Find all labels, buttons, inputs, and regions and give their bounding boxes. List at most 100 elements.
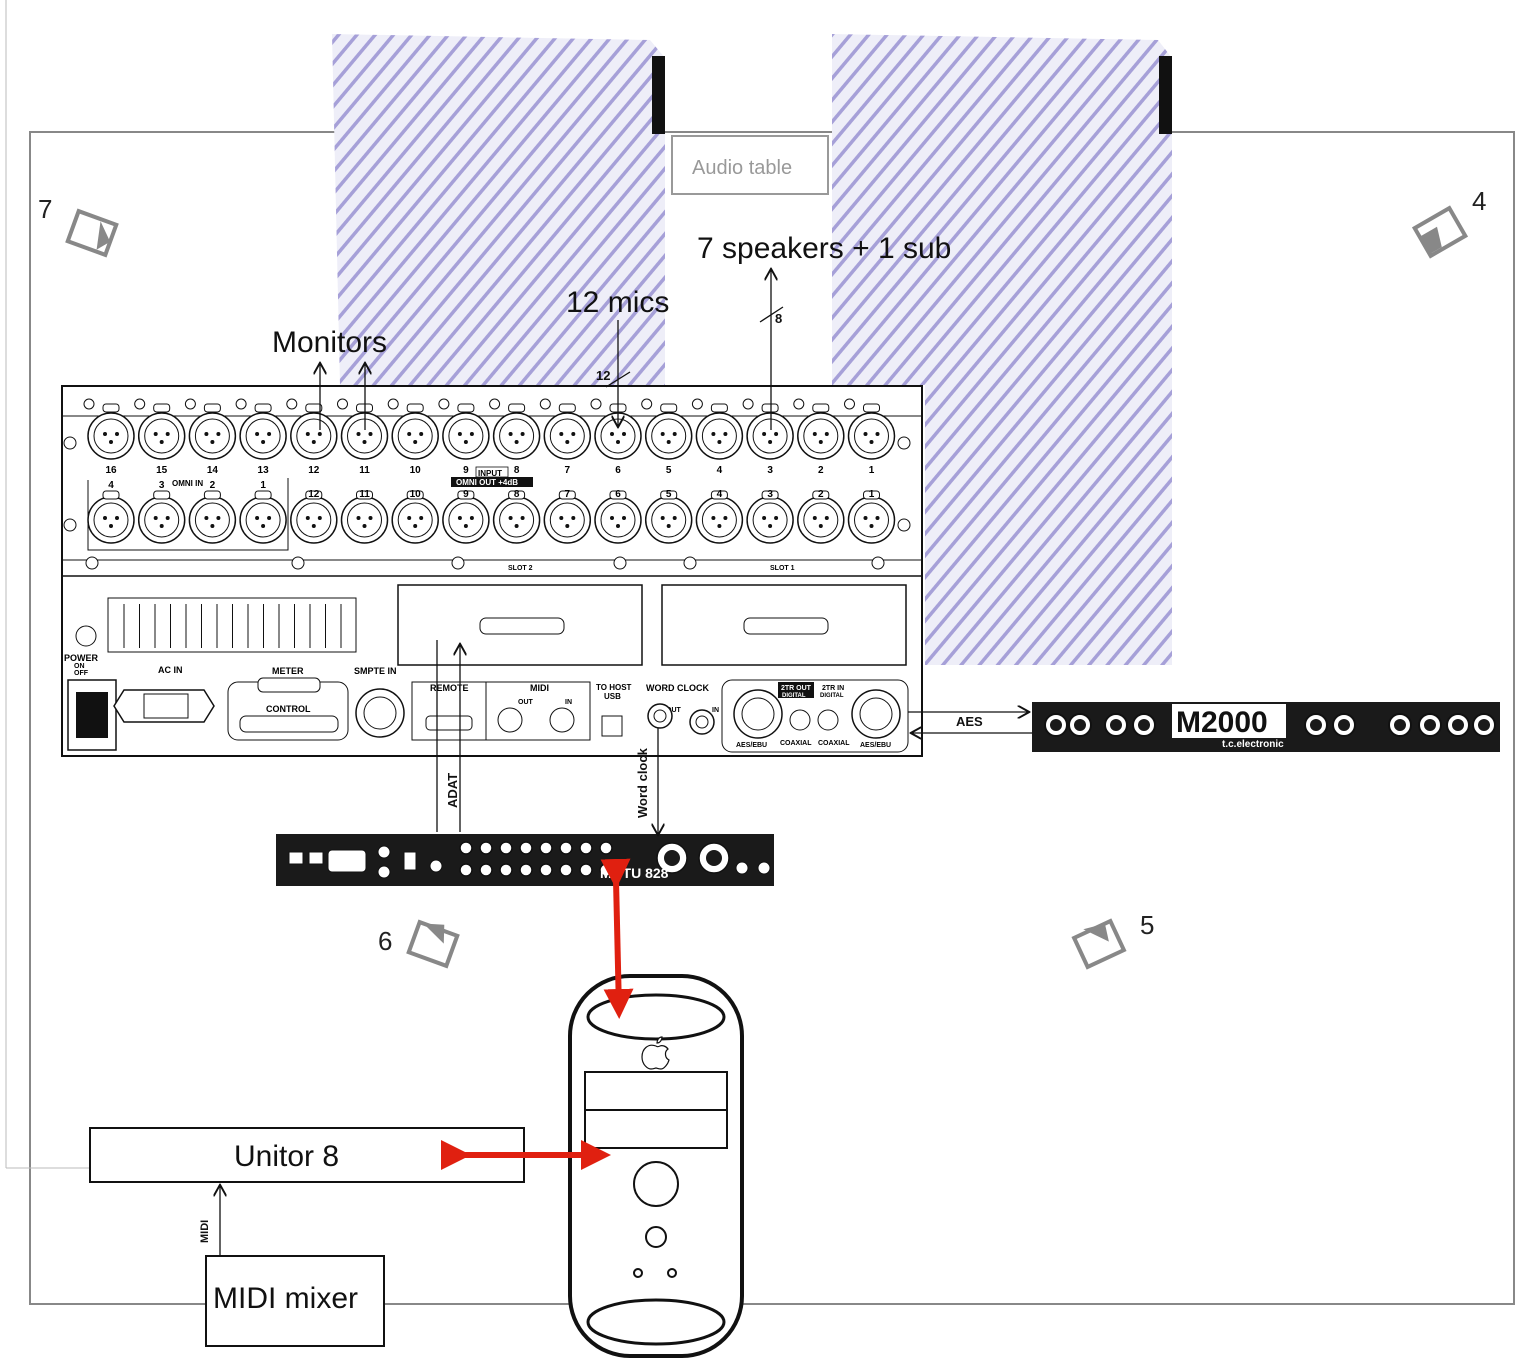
xlr-output-jack	[290, 496, 338, 544]
output-number: 5	[666, 489, 672, 500]
power-on-label: ON	[74, 663, 85, 670]
input-number: 4	[717, 465, 723, 476]
speakers-count-label: 8	[775, 311, 783, 326]
xlr-input-jack	[87, 412, 135, 460]
mics-label: 12 mics	[566, 286, 670, 319]
position-4-label: 4	[1472, 186, 1487, 216]
xlr-input-jack	[137, 412, 186, 460]
xlr-output-row	[87, 490, 896, 544]
input-number: 12	[308, 465, 320, 476]
two-tr-out-label: 2TR OUT	[781, 685, 812, 692]
adat-label: ADAT	[445, 772, 460, 808]
power-label: POWER	[64, 653, 99, 663]
xlr-input-jack	[442, 412, 490, 460]
input-number: 5	[666, 465, 672, 476]
xlr-input-jack	[644, 412, 693, 460]
output-number: 6	[615, 489, 621, 500]
apple-logo-icon	[641, 1036, 670, 1070]
digital-in-label: DIGITAL	[820, 693, 844, 699]
xlr-input-jack	[746, 412, 794, 460]
input-number: 2	[818, 465, 824, 476]
midi-in-label: IN	[565, 699, 572, 706]
to-host-label: TO HOST	[596, 683, 632, 692]
xlr-output-jack	[87, 496, 135, 544]
xlr-input-jack	[847, 412, 896, 460]
xlr-output-jack	[543, 496, 592, 544]
input-number: 8	[514, 465, 520, 476]
xlr-output-jack	[492, 496, 541, 544]
midi-cable-label: MIDI	[199, 1219, 211, 1243]
unitor-8-label: Unitor 8	[234, 1140, 340, 1173]
input-number: 11	[359, 465, 370, 476]
input-number: 14	[207, 465, 219, 476]
xlr-input-jack	[290, 412, 338, 460]
midi-label: MIDI	[530, 683, 549, 693]
aes-ebu-out-label: AES/EBU	[736, 742, 767, 749]
mics-count-label: 12	[596, 368, 611, 383]
xlr-output-jack	[797, 496, 845, 544]
speaker-icon-6	[406, 919, 460, 969]
xlr-input-jack	[239, 412, 287, 460]
input-number: 10	[410, 465, 422, 476]
meter-label: METER	[272, 666, 304, 676]
input-number: 9	[463, 465, 469, 476]
output-number: 1	[869, 489, 875, 500]
xlr-output-jack	[746, 496, 794, 544]
ac-in-label: AC IN	[158, 665, 183, 675]
monitors-label: Monitors	[272, 326, 388, 359]
midi-out-label: OUT	[518, 699, 534, 706]
omni-number: 1	[260, 480, 266, 491]
input-number: 13	[258, 465, 270, 476]
midi-mixer-label: MIDI mixer	[213, 1282, 358, 1315]
coaxial-in-label: COAXIAL	[818, 740, 850, 747]
audio-table-box	[671, 135, 829, 195]
xlr-output-jack	[644, 496, 693, 544]
omni-out-label: OMNI OUT +4dB	[456, 478, 518, 487]
hatched-area-left	[332, 34, 665, 385]
word-clock-label: Word clock	[635, 748, 650, 818]
aes-label: AES	[956, 714, 983, 729]
heatsink	[123, 604, 342, 648]
xlr-output-jack	[847, 496, 896, 544]
xlr-input-jack	[797, 412, 845, 460]
input-number: 3	[767, 465, 773, 476]
aes-ebu-in-label: AES/EBU	[860, 742, 891, 749]
xlr-output-jack	[594, 496, 642, 544]
xlr-input-jack	[188, 412, 237, 460]
xlr-input-jack	[340, 412, 389, 460]
output-number: 11	[359, 489, 370, 500]
remote-label: REMOTE	[430, 683, 469, 693]
two-tr-in-label: 2TR IN	[822, 685, 844, 692]
wc-out-label: OUT	[666, 707, 682, 714]
hatched-area-right	[832, 34, 1172, 665]
xlr-output-jack	[239, 496, 287, 544]
omni-in-label: OMNI IN	[172, 479, 203, 488]
input-label: INPUT	[478, 469, 502, 478]
usb-label: USB	[604, 692, 621, 701]
xlr-input-jack	[391, 412, 439, 460]
xlr-output-jack	[442, 496, 490, 544]
output-number: 7	[565, 489, 571, 500]
speaker-icon-7	[65, 208, 119, 258]
motu-828-interface: MOTU 828	[276, 834, 774, 886]
xlr-input-jack	[543, 412, 592, 460]
m2000-effects-unit: M2000 t.c.electronic	[1032, 702, 1500, 752]
xlr-output-jack	[137, 496, 186, 544]
slot1-label: SLOT 1	[770, 565, 795, 572]
coaxial-out-label: COAXIAL	[780, 740, 812, 747]
position-7-label: 7	[38, 194, 53, 224]
xlr-input-jack	[492, 412, 541, 460]
input-number: 7	[565, 465, 571, 476]
speakers-label: 7 speakers + 1 sub	[697, 232, 952, 265]
omni-number: 2	[210, 480, 216, 491]
position-5-label: 5	[1140, 910, 1155, 940]
xlr-input-row	[87, 403, 896, 460]
output-number: 10	[410, 489, 422, 500]
word-clock-port-label: WORD CLOCK	[646, 683, 709, 693]
slot2-label: SLOT 2	[508, 565, 533, 572]
midi-mixer-box	[205, 1255, 385, 1347]
xlr-output-jack	[340, 496, 389, 544]
